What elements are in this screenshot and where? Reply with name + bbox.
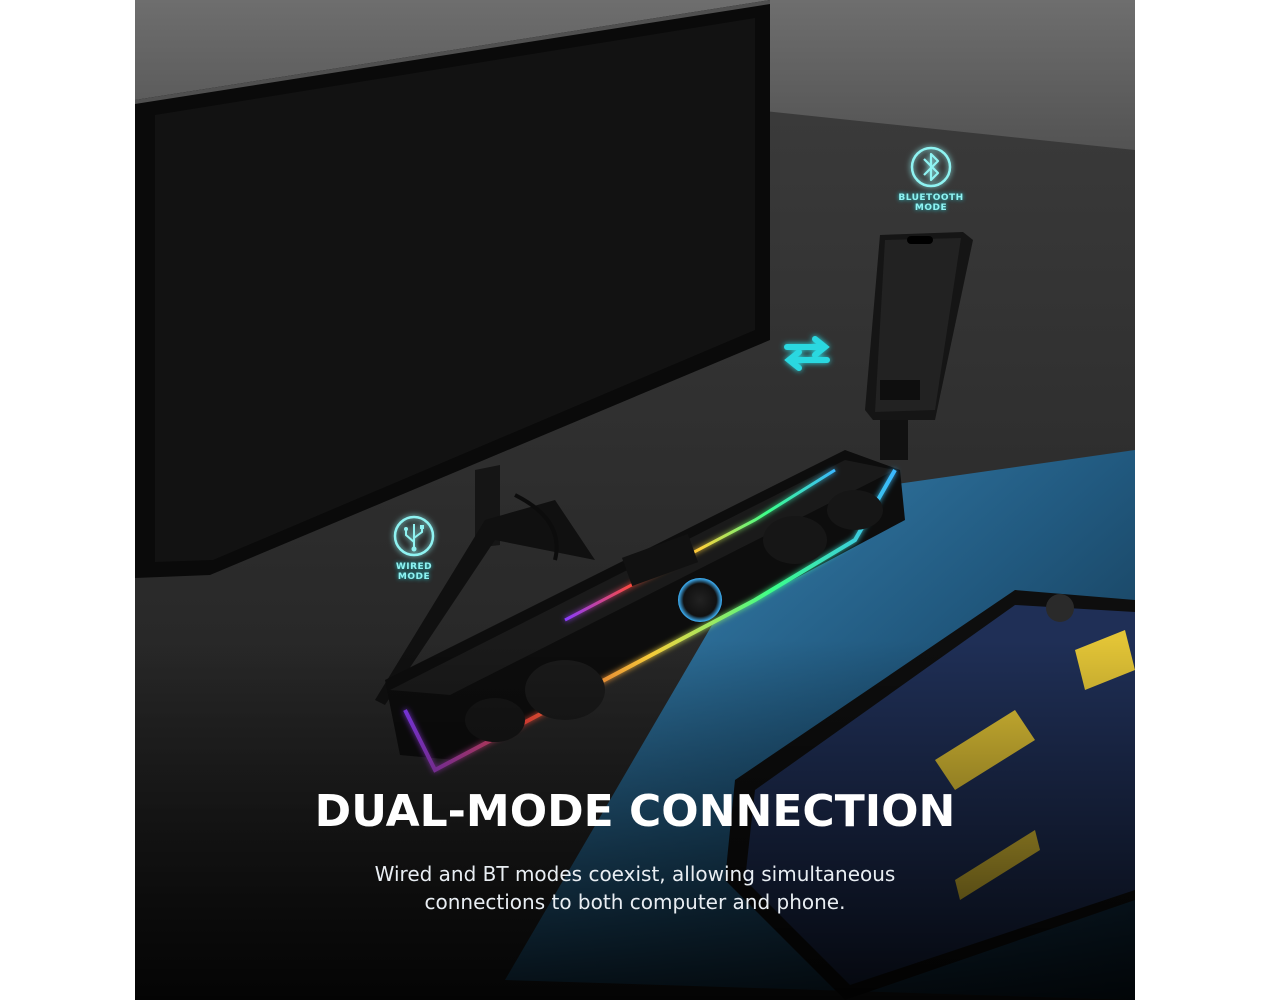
wired-mode-line2: MODE xyxy=(397,572,431,582)
bottom-vignette xyxy=(135,640,1135,1000)
bluetooth-mode-label: BLUETOOTH MODE xyxy=(890,193,972,213)
wired-mode-line1: WIRED xyxy=(395,562,433,572)
swap-arrows-icon xyxy=(784,336,830,371)
scene-illustration xyxy=(135,0,1135,1000)
description-line2: connections to both computer and phone. xyxy=(424,890,846,914)
cable xyxy=(514,493,559,561)
usb-icon xyxy=(393,515,435,557)
description-line1: Wired and BT modes coexist, allowing sim… xyxy=(374,862,896,886)
monitor-screen xyxy=(155,18,755,562)
product-scene: BLUETOOTH MODE WIRED MODE DUAL-MODE CONN… xyxy=(135,0,1135,1000)
bluetooth-mode-line1: BLUETOOTH xyxy=(898,193,964,203)
description: Wired and BT modes coexist, allowing sim… xyxy=(135,860,1135,916)
bluetooth-icon xyxy=(910,146,952,188)
phone xyxy=(865,232,973,420)
headline: DUAL-MODE CONNECTION xyxy=(314,786,956,837)
phone-clamp xyxy=(880,420,908,460)
bluetooth-mode-line2: MODE xyxy=(914,203,948,213)
monitor-top-edge xyxy=(135,0,770,104)
wired-mode-label: WIRED MODE xyxy=(379,562,449,582)
